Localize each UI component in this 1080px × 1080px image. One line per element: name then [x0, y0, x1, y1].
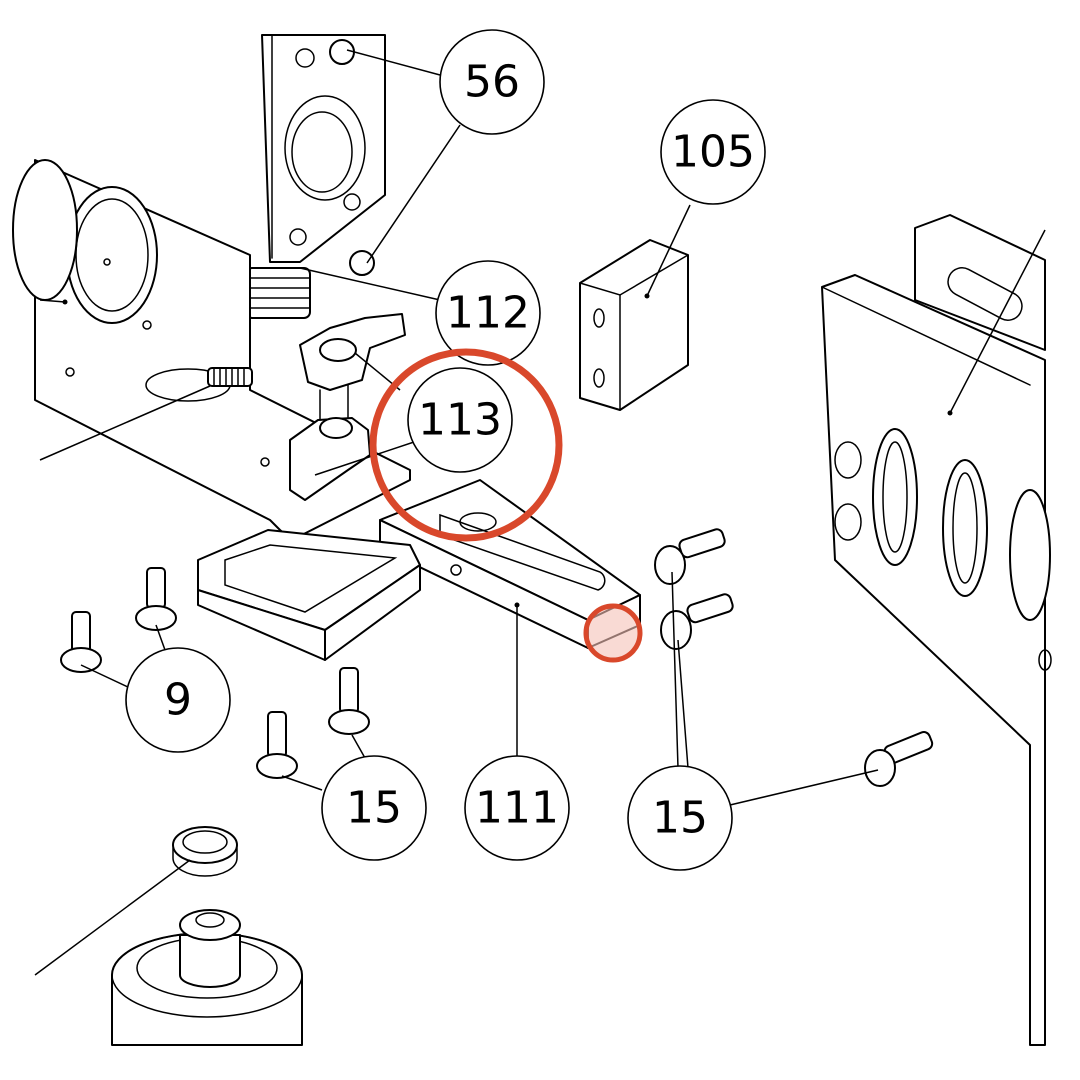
callout-15-right: 15: [627, 765, 733, 871]
callout-111: 111: [464, 755, 570, 861]
screw-set-9: [60, 567, 177, 673]
block-part-105: [579, 239, 689, 411]
callout-105-label: 105: [671, 127, 755, 178]
callout-112: 112: [435, 260, 541, 366]
callout-15-left-label: 15: [346, 783, 402, 834]
washer-part: [34, 826, 238, 976]
right-slotted-plate: [821, 214, 1052, 1046]
callout-56: 56: [439, 29, 545, 135]
callout-112-label: 112: [446, 288, 530, 339]
ball-bearing-parts: [329, 39, 375, 276]
highlight-circle-arm-end: [583, 603, 643, 663]
cylinder-part: [111, 909, 303, 1046]
callout-105: 105: [660, 99, 766, 205]
callout-15-left: 15: [321, 755, 427, 861]
callout-9: 9: [125, 647, 231, 753]
screw-set-15-right: [654, 528, 934, 787]
highlight-circle-113: [369, 348, 563, 542]
threaded-insert: [245, 267, 311, 319]
spring-part: [39, 367, 253, 461]
latch-part-113: [289, 313, 406, 501]
callout-111-label: 111: [475, 783, 559, 834]
callout-15-right-label: 15: [652, 793, 708, 844]
screw-set-15-left: [256, 667, 370, 779]
callout-113-label: 113: [418, 395, 502, 446]
callout-9-label: 9: [164, 675, 192, 726]
callout-56-label: 56: [464, 57, 520, 108]
callout-113: 113: [407, 367, 513, 473]
housing-plate: [261, 34, 386, 263]
u-bracket: [197, 529, 421, 661]
highlight-markers: [369, 348, 643, 663]
leader-lines: [80, 49, 879, 806]
